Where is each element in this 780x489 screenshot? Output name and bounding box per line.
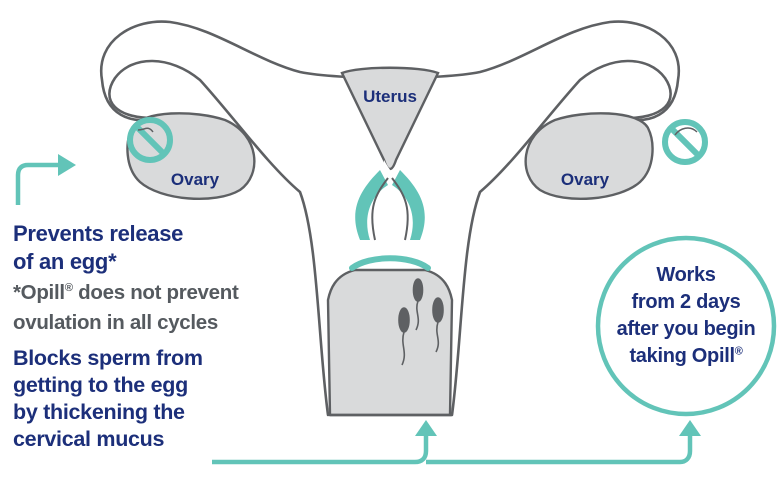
works-line4: taking Opill® bbox=[604, 343, 768, 370]
cervix-channel bbox=[336, 160, 445, 260]
uterus-label: Uterus bbox=[363, 87, 417, 106]
uterus-cavity bbox=[342, 68, 438, 169]
blocks-line4: cervical mucus bbox=[13, 426, 203, 453]
works-brand: taking Opill bbox=[629, 345, 734, 367]
ovary-left-label: Ovary bbox=[171, 170, 220, 189]
arrow-icon bbox=[18, 165, 58, 205]
blocked-egg-icon bbox=[665, 122, 705, 162]
works-line1: Works bbox=[604, 262, 768, 289]
ovulation-note: *Opill® does not prevent ovulation in al… bbox=[13, 278, 239, 338]
registered-mark: ® bbox=[65, 282, 73, 294]
works-line3: after you begin bbox=[604, 316, 768, 343]
note-brand: *Opill bbox=[13, 281, 65, 304]
registered-mark: ® bbox=[735, 345, 743, 357]
blocks-line3: by thickening the bbox=[13, 399, 203, 426]
prevents-text: Prevents release of an egg* bbox=[13, 220, 183, 276]
prevents-line1: Prevents release bbox=[13, 220, 183, 248]
blocks-line2: getting to the egg bbox=[13, 372, 203, 399]
works-text: Works from 2 days after you begin taking… bbox=[604, 262, 768, 370]
blocks-line1: Blocks sperm from bbox=[13, 345, 203, 372]
blocks-text: Blocks sperm from getting to the egg by … bbox=[13, 345, 203, 453]
note-line1: *Opill® does not prevent bbox=[13, 278, 239, 308]
prevents-line2: of an egg* bbox=[13, 248, 183, 276]
note-line2: ovulation in all cycles bbox=[13, 308, 239, 338]
note-rest: does not prevent bbox=[73, 281, 239, 304]
vagina bbox=[328, 270, 452, 415]
arrow-icon bbox=[212, 432, 690, 462]
works-line2: from 2 days bbox=[604, 289, 768, 316]
ovary-right-label: Ovary bbox=[561, 170, 610, 189]
